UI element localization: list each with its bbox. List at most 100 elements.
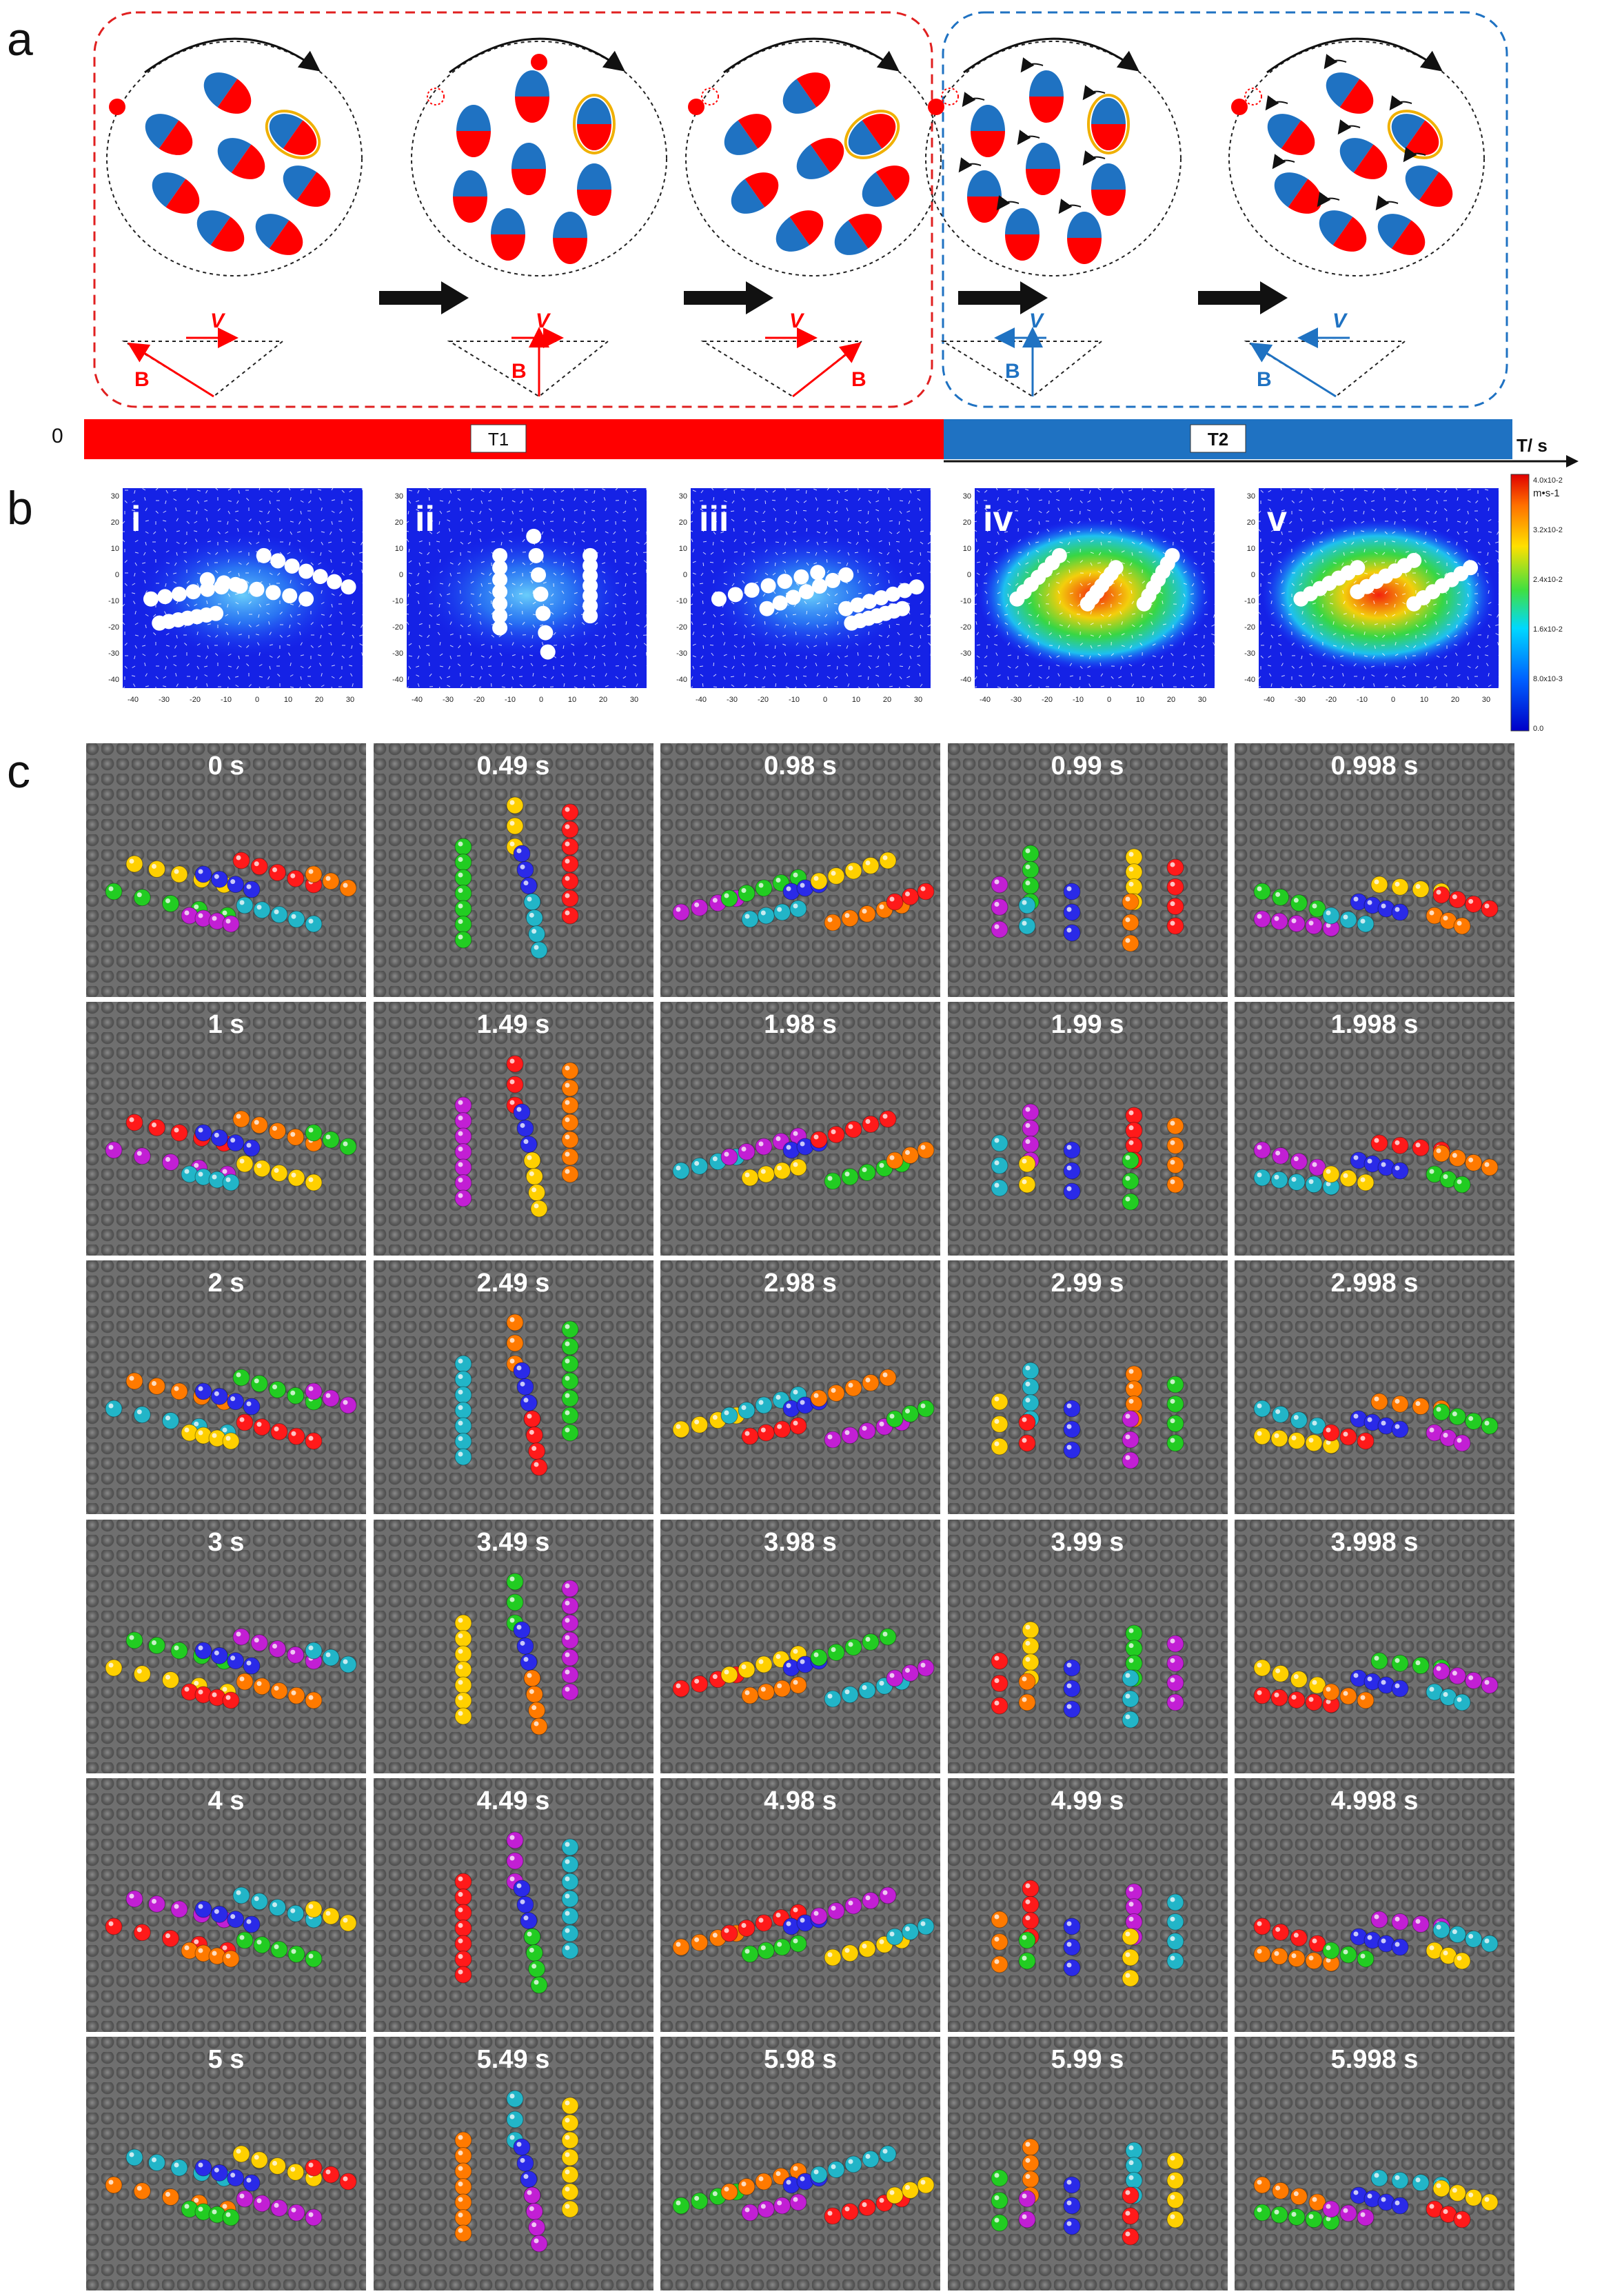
dipole-particle (1091, 163, 1126, 216)
field-label: B (511, 360, 527, 383)
sim-bead (862, 2150, 880, 2168)
y-tick: -10 (1244, 597, 1255, 605)
sim-bead (691, 898, 709, 916)
sim-bead (305, 1382, 323, 1400)
sim-bead (858, 1940, 876, 1957)
sim-bead (287, 1945, 305, 1963)
sim-bead (561, 1855, 578, 1873)
sim-bead (561, 1389, 578, 1407)
simulated-particle (1146, 580, 1162, 596)
frame-time-label: 1 s (207, 1010, 245, 1040)
simulated-particle (582, 558, 598, 574)
sim-bead (1412, 1139, 1430, 1157)
sim-bead (105, 1141, 123, 1159)
simulated-particle (249, 581, 265, 597)
sim-bead (561, 2131, 578, 2149)
particle-chains (991, 1880, 1184, 1987)
sim-bead (133, 1664, 151, 1682)
colorbar-tick: 2.4x10-2 (1533, 576, 1563, 584)
sim-bead (1063, 903, 1080, 921)
sim-bead (250, 1633, 268, 1651)
sim-bead (1412, 1915, 1430, 1933)
sim-bead (1122, 893, 1139, 911)
timeline-start: 0 (52, 425, 63, 447)
sim-bead (530, 941, 547, 959)
sim-bead (773, 903, 791, 921)
simulated-particle (216, 575, 232, 591)
simulated-particle (1136, 596, 1152, 612)
simulated-particle (582, 578, 598, 594)
particle-chains (672, 1369, 935, 1449)
sim-bead (530, 1458, 547, 1476)
x-tick: 10 (1420, 696, 1428, 704)
sim-bead (454, 1676, 472, 1694)
particle-chains (105, 1110, 357, 1191)
sim-bead (1166, 1673, 1184, 1691)
sim-bead (1166, 1932, 1184, 1950)
sim-bead (454, 1660, 472, 1678)
sim-bead (506, 796, 523, 814)
sim-bead (917, 1659, 935, 1677)
sim-bead (879, 1628, 897, 1646)
simulated-particle (171, 586, 187, 602)
sim-bead (454, 1355, 472, 1373)
dipole-particle (796, 138, 844, 179)
dipole-particle (573, 94, 616, 154)
sim-bead (1125, 2157, 1142, 2175)
simulated-particle (1387, 563, 1403, 578)
sim-bead (991, 1416, 1008, 1433)
sim-bead (561, 1079, 578, 1097)
y-tick: 30 (963, 492, 971, 501)
sim-bead (525, 1685, 543, 1703)
sim-bead (991, 1179, 1008, 1197)
x-tick: -20 (758, 696, 769, 704)
sim-bead (789, 1158, 807, 1176)
x-tick: 10 (284, 696, 292, 704)
particle-chains (454, 1055, 578, 1218)
subpanel-label: ii (415, 499, 435, 539)
sim-bead (339, 1655, 357, 1673)
sim-bead (133, 2182, 151, 2200)
sim-bead (1391, 1680, 1409, 1698)
simulated-particle (878, 605, 893, 621)
x-tick: 0 (1391, 696, 1395, 704)
sim-frame: 2.98 s (660, 1260, 940, 1515)
sim-bead (270, 1423, 288, 1441)
sim-bead (236, 2190, 254, 2208)
simulated-particle (1051, 547, 1067, 563)
sim-bead (1448, 1666, 1466, 1684)
stage-1: VB (106, 37, 469, 398)
x-tick: 20 (315, 696, 323, 704)
sim-bead (886, 1669, 904, 1687)
sim-bead (194, 1124, 212, 1142)
sim-bead (858, 1422, 876, 1440)
sim-bead (991, 1652, 1008, 1670)
sim-bead (862, 857, 880, 874)
dipole-particle (971, 105, 1005, 157)
sim-bead (720, 1148, 738, 1166)
sim-bead (1063, 2197, 1080, 2215)
sim-bead (827, 867, 845, 885)
sim-frame: 3.98 s (660, 1519, 940, 1773)
sim-bead (243, 2174, 261, 2192)
simulated-particle (777, 574, 793, 590)
sim-bead (1339, 1687, 1357, 1705)
colorbar-unit: m•s-1 (1533, 487, 1560, 499)
sim-bead (991, 1933, 1008, 1951)
sim-bead (561, 1372, 578, 1390)
sim-bead (125, 1631, 143, 1649)
sim-bead (454, 1371, 472, 1389)
sim-bead (105, 2176, 123, 2194)
sim-bead (162, 1412, 179, 1430)
sim-bead (513, 1362, 530, 1380)
simulated-particle (582, 588, 598, 604)
dipole-particle (1405, 165, 1453, 207)
frame-time-label: 1.98 s (764, 1010, 837, 1040)
sim-bead (886, 2186, 904, 2204)
simulated-particle (1463, 560, 1479, 576)
sim-bead (1481, 1935, 1499, 1953)
sim-bead (738, 1919, 756, 1937)
sim-bead (1166, 1635, 1184, 1653)
particle-chains (105, 1886, 357, 1968)
